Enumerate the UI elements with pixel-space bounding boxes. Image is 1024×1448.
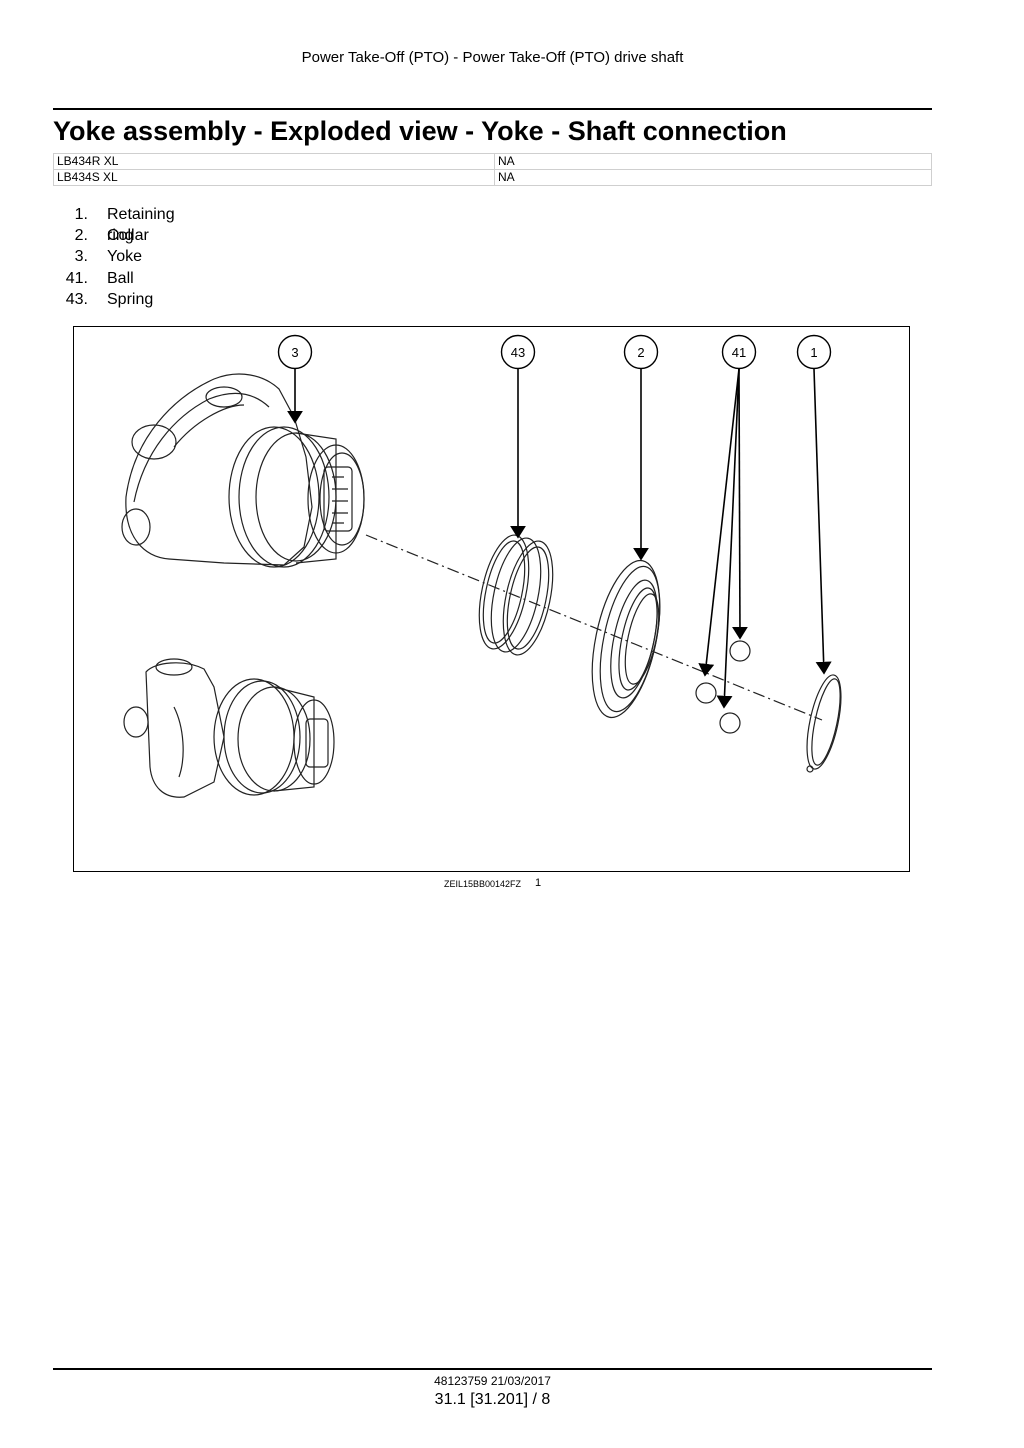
callout-label: 1 [810,345,817,360]
table-row: LB434S XL NA [53,169,932,186]
figure-code: ZEIL15BB00142FZ [444,879,522,889]
table-row: LB434R XL NA [53,153,932,170]
ball-drawing [729,640,751,662]
footer-page-number: 31.1 [31.201] / 8 [434,1391,551,1408]
spring-drawing [478,534,554,656]
axis-centerline [365,534,823,721]
collar-drawing [591,559,661,719]
footer-rule [53,1368,932,1370]
legend-label: Yoke [107,248,142,266]
parts-legend: 1. Retaining ring 2. Collar 3. Yoke 41. Ball… [55,204,175,310]
legend-label: Retaining ring [107,206,175,245]
callout-label: 41 [732,345,746,360]
exploded-view-figure: 3 43 2 41 1 [73,326,910,872]
exploded-view-drawing: 3 43 2 41 1 [121,334,842,798]
retaining-ring-drawing [806,674,842,773]
figure-number: 1 [535,877,542,889]
page-header: Power Take-Off (PTO) - Power Take-Off (P… [301,49,684,66]
callout-3: 3 [277,334,313,370]
value-cell: NA [494,169,932,186]
legend-number: 43. [65,290,88,308]
list-item: 2. Collar [55,225,149,246]
list-item: 43. Spring [55,289,154,310]
ball-drawing [695,682,717,704]
yoke-upper-drawing [121,373,365,568]
legend-number: 1. [74,206,88,223]
callout-label: 3 [291,345,298,360]
list-item: 41. Ball [55,268,134,289]
legend-label: Ball [107,269,134,287]
legend-number: 41. [65,269,88,287]
callout-2: 2 [623,334,659,370]
list-item: 3. Yoke [55,246,142,267]
list-item: 1. Retaining ring [55,204,175,244]
legend-number: 3. [74,248,88,266]
model-table: LB434R XL NA LB434S XL NA [53,153,932,186]
ball-drawing [719,712,741,734]
callout-43: 43 [500,334,536,370]
value-cell: NA [494,153,932,170]
yoke-lower-drawing [123,658,335,798]
model-cell: LB434S XL [53,169,495,186]
legend-label: Spring [107,290,154,308]
legend-number: 2. [74,227,88,245]
callout-41: 41 [721,334,757,370]
callout-1: 1 [796,334,832,370]
page-title: Yoke assembly - Exploded view - Yoke - S… [53,116,787,146]
callout-label: 43 [511,345,525,360]
footer-doc-info: 48123759 21/03/2017 [434,1374,551,1388]
legend-label: Collar [107,227,149,245]
callout-label: 2 [637,345,644,360]
header-rule [53,108,932,110]
model-cell: LB434R XL [53,153,495,170]
